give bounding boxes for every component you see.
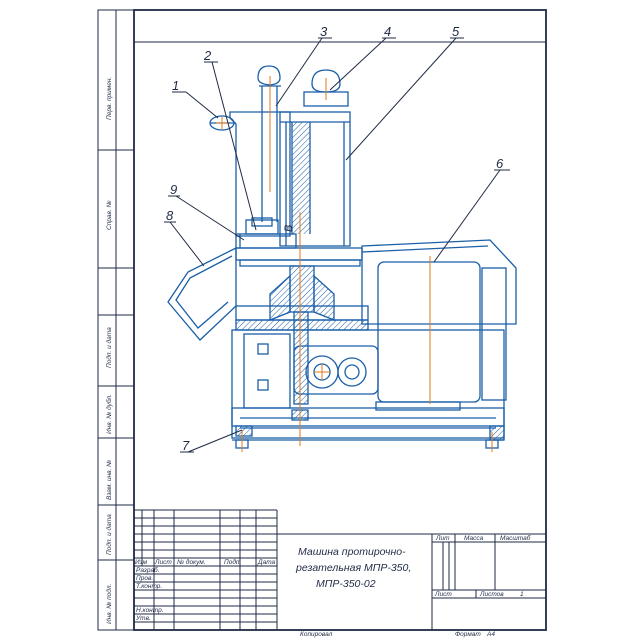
tb-format-label: Формат: [455, 631, 481, 638]
callout-4: 4: [384, 24, 391, 39]
tb-utv: Утв.: [135, 615, 151, 622]
side-inv-dubl: Инв. № дубл.: [105, 394, 113, 434]
tb-h-list: Лист: [154, 559, 172, 566]
callout-7: 7: [182, 438, 190, 453]
callout-8: 8: [166, 208, 174, 223]
column: [279, 111, 351, 247]
side-perv-primen: Перв. примен.: [106, 77, 113, 120]
tb-t-kontr: Т.контр.: [136, 583, 162, 590]
leader-lines: [164, 37, 510, 453]
tb-lit: Лит: [435, 535, 450, 542]
callout-2: 2: [203, 48, 212, 63]
side-inv-podl: Инв. № подл.: [105, 583, 113, 624]
motor-housing: [361, 239, 517, 325]
callout-1: 1: [172, 78, 179, 93]
tb-n-kontr: Н.контр.: [136, 607, 164, 614]
reducer: [293, 345, 379, 395]
sheet-frame: [97, 9, 547, 631]
machine-drawing: [167, 65, 517, 449]
tb-h-dokum: № докум.: [177, 558, 206, 566]
discharge-chute: [167, 246, 237, 341]
lower-body: [231, 329, 505, 427]
motor: [377, 261, 481, 403]
callout-9: 9: [170, 182, 177, 197]
title-line-2: резательная МПР-350,: [295, 562, 411, 574]
tb-razrab: Разраб.: [136, 566, 160, 574]
callout-6: 6: [496, 156, 504, 171]
side-podp-data-2: Подп. и дата: [105, 514, 113, 555]
left-strip: [98, 10, 134, 630]
title-block: [134, 509, 546, 630]
callout-3: 3: [320, 24, 328, 39]
tb-h-data: Дата: [257, 559, 276, 566]
tb-massa: Масса: [464, 535, 484, 542]
tb-listov-value: 1: [520, 591, 524, 598]
crossbar: [235, 247, 363, 261]
side-vzam-inv: Взам. инв. №: [106, 460, 113, 500]
tb-prov: Пров.: [136, 575, 153, 582]
label-b: В: [283, 225, 295, 232]
side-sprav-no: Справ. №: [106, 200, 113, 230]
axis-lines: [216, 76, 493, 452]
title-line-1: Машина протирочно-: [298, 546, 406, 558]
tb-h-podp: Подп.: [224, 558, 241, 566]
tb-listov-label: Листов: [479, 591, 504, 598]
tb-format-value: А4: [486, 631, 495, 638]
tb-list-label: Лист: [434, 591, 452, 598]
belt-drive: [231, 407, 505, 439]
callout-5: 5: [452, 24, 460, 39]
tb-masshtab: Масштаб: [500, 534, 531, 542]
tb-h-izm: Изм: [135, 559, 148, 566]
pusher-knob: [257, 65, 281, 86]
tb-kopiroval: Копировал: [300, 631, 333, 638]
side-podp-data-1: Подп. и дата: [105, 327, 113, 368]
title-line-3: МПР-350-02: [316, 578, 376, 590]
cover-knob: [311, 69, 341, 93]
